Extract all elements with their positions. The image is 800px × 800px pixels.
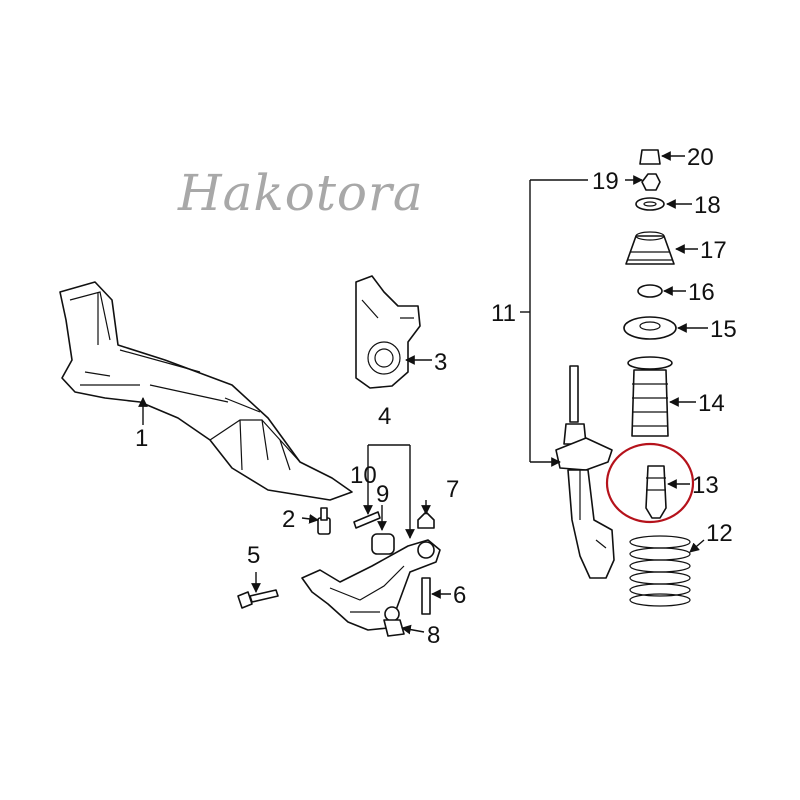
nut-19-part xyxy=(641,173,661,191)
callout-18: 18 xyxy=(694,192,721,219)
watermark-text: Hakotora xyxy=(177,164,424,222)
bolt-6-part xyxy=(421,577,431,615)
callout-16: 16 xyxy=(688,279,715,306)
callout-19: 19 xyxy=(592,168,619,195)
knuckle-part xyxy=(355,275,421,389)
highlight-circle xyxy=(605,442,695,524)
callout-20: 20 xyxy=(687,144,714,171)
callout-1: 1 xyxy=(135,425,148,452)
coil-spring-part xyxy=(629,535,691,607)
leader-lines xyxy=(138,151,708,635)
callout-3: 3 xyxy=(434,349,447,376)
bump-stop-part xyxy=(645,465,667,519)
callout-17: 17 xyxy=(700,237,727,264)
crossmember-part xyxy=(59,281,353,501)
callout-10: 10 xyxy=(350,462,377,489)
callout-labels: 1 2 3 4 5 6 7 8 9 10 11 12 13 14 15 16 1… xyxy=(135,144,737,649)
callout-12: 12 xyxy=(706,520,733,547)
callout-14: 14 xyxy=(698,390,725,417)
callout-11: 11 xyxy=(491,300,516,327)
strut-part xyxy=(555,365,615,579)
cap-part xyxy=(639,149,661,165)
nut-7-part xyxy=(417,511,435,529)
callout-13: 13 xyxy=(692,472,719,499)
bolt-10-part xyxy=(353,511,381,529)
callout-7: 7 xyxy=(446,476,459,503)
dust-boot-part xyxy=(627,356,673,437)
bolt-5-part xyxy=(237,589,279,609)
bushing-9-part xyxy=(371,533,395,555)
bearing-part xyxy=(637,284,663,298)
strut-mount-part xyxy=(623,316,677,340)
ball-joint-part xyxy=(383,606,405,637)
callout-4: 4 xyxy=(378,403,391,430)
washer-part xyxy=(635,197,665,211)
insulator-part xyxy=(625,231,675,265)
callout-6: 6 xyxy=(453,582,466,609)
bolt-2-part xyxy=(317,507,331,535)
callout-15: 15 xyxy=(710,316,737,343)
callout-2: 2 xyxy=(282,506,295,533)
callout-5: 5 xyxy=(247,542,260,569)
callout-8: 8 xyxy=(427,622,440,649)
callout-9: 9 xyxy=(376,481,389,508)
control-arm-part xyxy=(301,539,441,631)
